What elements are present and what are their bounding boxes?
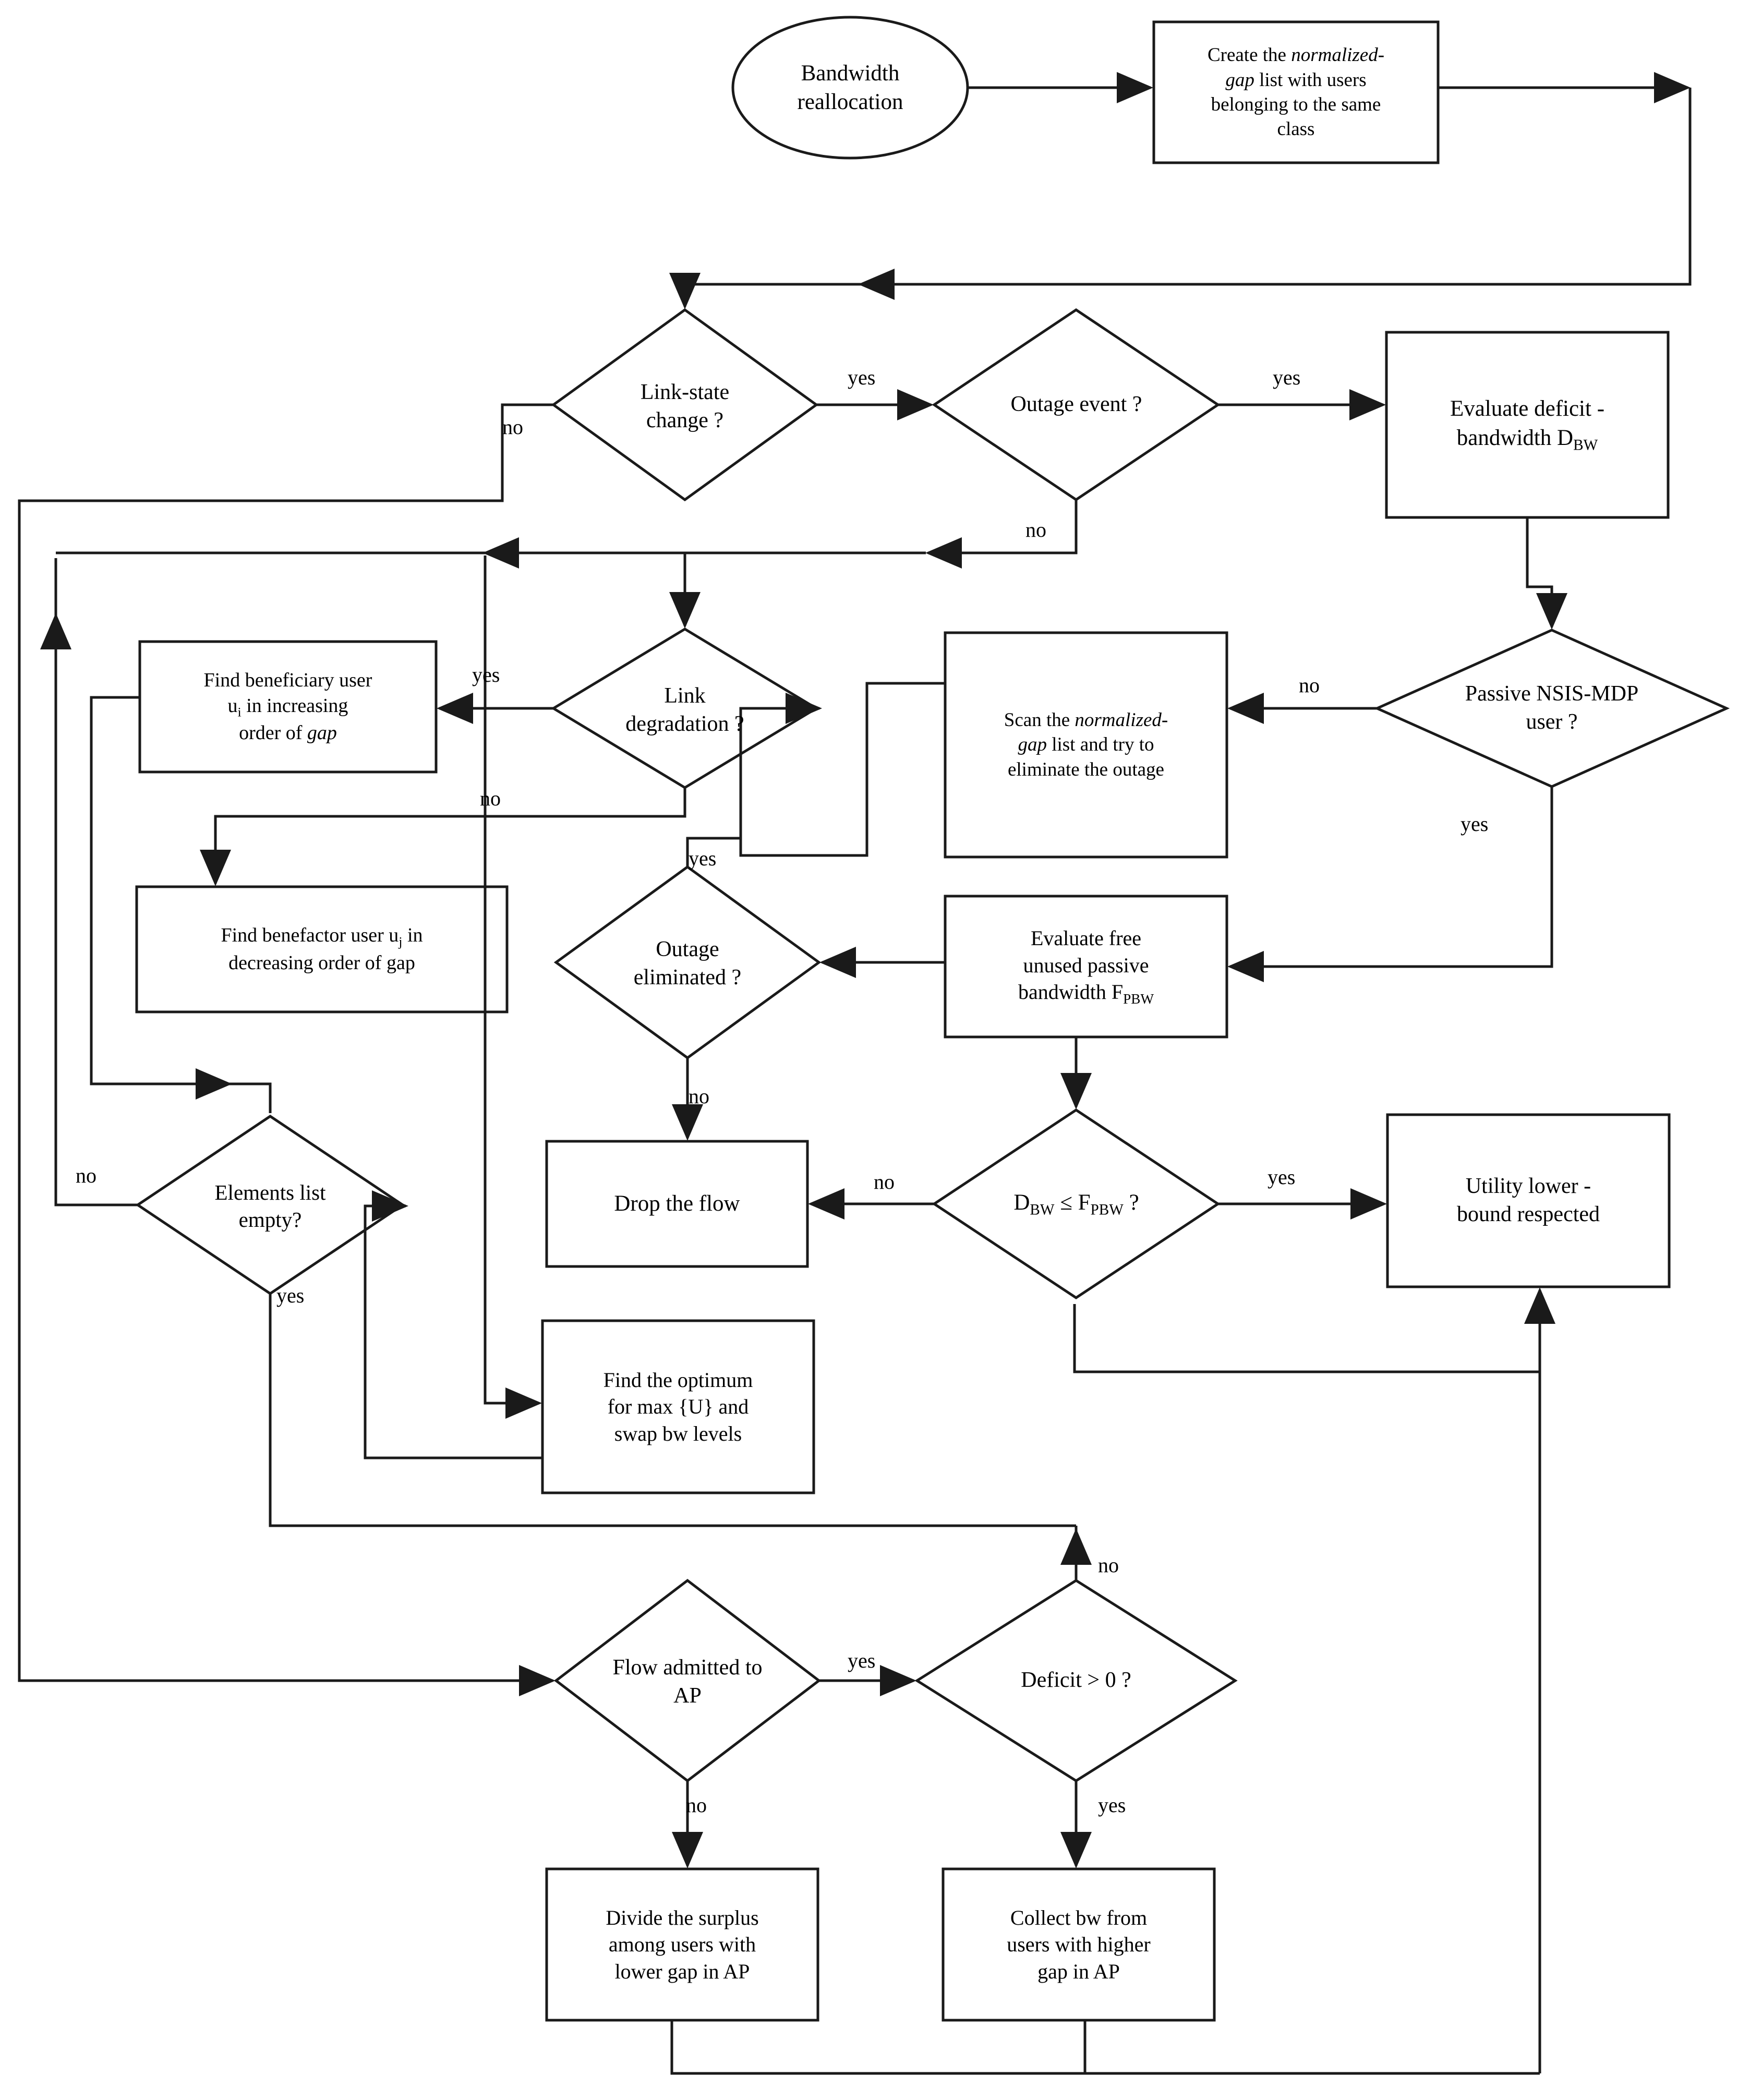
node-create-list[interactable] — [1152, 20, 1440, 164]
edge-label-passive-user-yes: yes — [1461, 812, 1489, 836]
edge-scan-to-linkdeg — [739, 682, 945, 857]
edge-to-optimum — [484, 556, 542, 1419]
edge-label-elements-empty-no: no — [76, 1164, 96, 1187]
edge-label-outage-eliminated-yes: yes — [689, 847, 717, 870]
edge-passive-yes — [1227, 787, 1553, 982]
node-find-optimum[interactable] — [541, 1319, 815, 1494]
node-dbw-cmp[interactable] — [932, 1108, 1221, 1299]
node-deficit-gt0[interactable] — [914, 1579, 1238, 1782]
edge-deficit-to-passive — [1526, 517, 1567, 630]
node-evaluate-free[interactable] — [944, 895, 1228, 1039]
edge-elements-yes — [269, 1294, 1076, 1527]
edge-label-dbw-cmp-no: no — [874, 1170, 895, 1193]
edge-optimum-loop — [364, 1190, 542, 1459]
edge-label-deficit-yes: yes — [1098, 1793, 1126, 1817]
edge-beneficiary-loop — [90, 696, 234, 1085]
edge-label-passive-user-no: no — [1299, 673, 1320, 697]
node-collect-bw[interactable] — [942, 1867, 1216, 2022]
edge-label-link-degradation-no: no — [480, 787, 501, 810]
node-divide-surplus[interactable] — [545, 1867, 819, 2022]
edge-divide-down — [670, 2020, 1540, 2075]
edge-label-link-degradation-yes: yes — [472, 663, 500, 686]
edge-label-outage-event-no: no — [1025, 518, 1046, 541]
edge-beneficiary-to-elements — [234, 1082, 272, 1113]
edge-loop-right-down — [686, 88, 1692, 286]
edge-label-elements-empty-yes: yes — [276, 1284, 305, 1307]
edge-label-deficit-no: no — [1098, 1553, 1119, 1577]
edge-label-outage-eliminated-no: no — [689, 1084, 709, 1108]
edge-outerleft-down — [18, 553, 556, 1696]
edge-outage-no — [925, 500, 1078, 569]
edge-linkdeg-no — [200, 788, 686, 886]
node-outage-eliminated[interactable] — [553, 865, 822, 1060]
edge-label-link-state-yes: yes — [848, 366, 876, 389]
node-link-state-change[interactable] — [551, 308, 819, 502]
edge-label-flow-admitted-yes: yes — [848, 1649, 876, 1672]
node-drop-flow[interactable] — [545, 1140, 809, 1268]
node-scan-list[interactable] — [944, 631, 1228, 859]
node-elements-empty[interactable] — [135, 1114, 405, 1296]
edge-label-flow-admitted-no: no — [686, 1793, 707, 1817]
node-start[interactable] — [731, 16, 969, 160]
edge-outageelim-yes — [686, 837, 741, 867]
edge-label-dbw-cmp-yes: yes — [1268, 1165, 1296, 1189]
node-find-beneficiary[interactable] — [138, 640, 438, 774]
node-find-benefactor[interactable] — [135, 885, 509, 1013]
edge-linkstate-no — [18, 403, 553, 553]
node-passive-user[interactable] — [1373, 629, 1730, 788]
edge-elements-no — [54, 558, 138, 1206]
edge-label-outage-event-yes: yes — [1273, 366, 1301, 389]
node-utility-bound[interactable] — [1386, 1113, 1671, 1288]
edge-label-link-state-no: no — [502, 415, 523, 439]
edge-utility-bottom — [1073, 1304, 1540, 1373]
node-evaluate-deficit[interactable] — [1385, 331, 1670, 519]
node-outage-event[interactable] — [932, 308, 1221, 502]
node-flow-admitted[interactable] — [553, 1578, 822, 1783]
